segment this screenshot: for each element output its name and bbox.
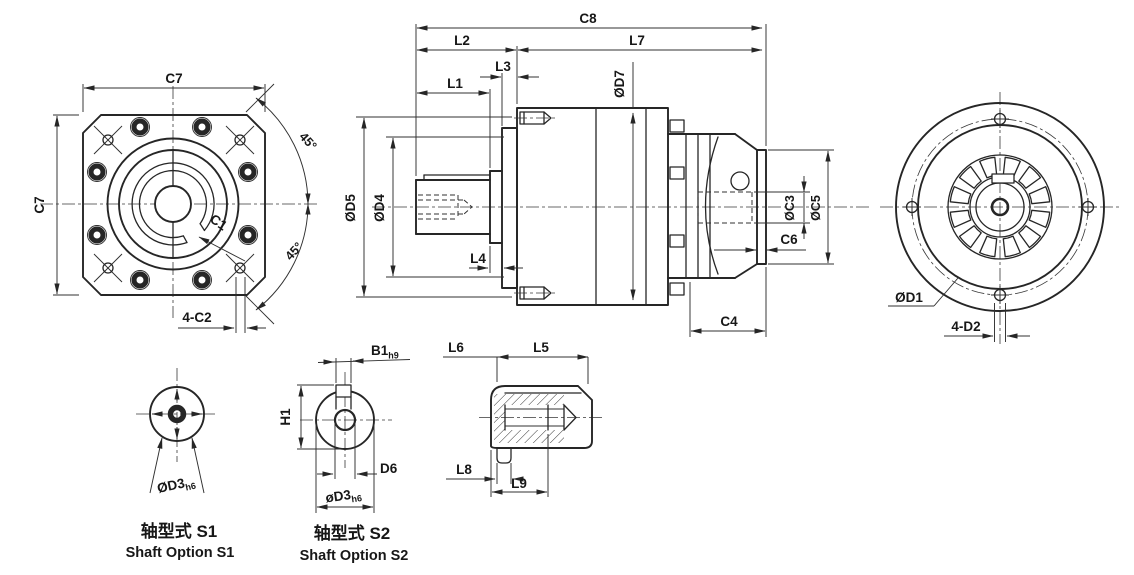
dim-side-motor-flange-dia: ØC5 — [809, 195, 823, 221]
dim-front-height-left: C7 — [32, 196, 47, 213]
dim-s1-shaft-dia-value: ØD3 — [156, 475, 187, 496]
dim-s2-key-height: H1 — [278, 408, 293, 426]
shaft-key-detail: L6 L5 L8 L9 — [443, 340, 604, 497]
dim-side-flange-thickness: L3 — [495, 59, 511, 74]
s1-title-cn: 轴型式 S1 — [141, 521, 218, 541]
dim-s2-key-width: B1h9 — [371, 343, 399, 361]
dim-s1-shaft-dia: ØD3h6 — [156, 473, 197, 498]
dim-side-housing-dia: ØD7 — [612, 70, 627, 98]
dim-rear-bolt-circle-dia: ØD1 — [895, 290, 923, 305]
front-corner-holes — [93, 125, 255, 283]
dim-rear-mounting-holes: 4-D2 — [951, 319, 980, 334]
dim-s1-shaft-dia-tol: h6 — [185, 481, 197, 493]
front-screw-holes — [87, 117, 258, 290]
dim-side-motor-pilot-dia: ØC3 — [783, 195, 797, 221]
s2-title-en: Shaft Option S2 — [300, 548, 409, 564]
front-view: C7 C7 45° 45° C1 4-C2 — [32, 71, 319, 333]
dim-s2-shaft-dia-tol: h6 — [351, 493, 363, 504]
dim-detail-thread-length: L9 — [511, 476, 527, 491]
dim-side-flange-dia: ØD5 — [343, 194, 358, 222]
dim-side-adapter-length: C4 — [720, 314, 738, 329]
dim-side-rear-section: L7 — [629, 33, 645, 48]
dim-side-front-section: L2 — [454, 33, 470, 48]
dim-s2-shaft-dia: øD3h6 — [324, 486, 362, 508]
dim-detail-offset: L6 — [448, 340, 464, 355]
dim-detail-end-width: L8 — [456, 462, 472, 477]
dim-detail-key-length: L5 — [533, 340, 549, 355]
s2-title-cn: 轴型式 S2 — [314, 523, 391, 543]
rear-mount-holes — [903, 110, 1097, 304]
dim-s2-shaft-dia-value: øD3 — [324, 487, 352, 505]
dim-front-angle-upper: 45° — [296, 130, 319, 153]
dim-front-corner-holes: 4-C2 — [182, 310, 211, 325]
dim-side-boss-length: L4 — [470, 251, 486, 266]
s1-title-en: Shaft Option S1 — [126, 545, 235, 561]
shaft-option-s1: ØD3h6 轴型式 S1 Shaft Option S1 — [126, 368, 235, 561]
shaft-option-s2: B1h9 H1 D6 øD3h6 轴型式 S2 Shaft Option S2 — [278, 343, 411, 564]
dim-side-overall: C8 — [579, 11, 597, 26]
dim-s2-key-width-value: B1 — [371, 343, 389, 358]
dim-s2-key-width-tol: h9 — [388, 351, 399, 361]
dim-s2-bore-dia: D6 — [380, 461, 398, 476]
side-view: C8 L2 L7 L3 L1 ØD7 ØD5 ØD4 L4 ØC3 ØC5 C6… — [343, 11, 872, 337]
dim-front-width-top: C7 — [165, 71, 182, 86]
dim-side-shaft-length: L1 — [447, 76, 463, 91]
rear-view: ØD1 4-D2 — [880, 92, 1120, 344]
dim-side-pilot-dia: ØD4 — [372, 194, 387, 222]
dim-side-coupling-depth: C6 — [780, 232, 798, 247]
